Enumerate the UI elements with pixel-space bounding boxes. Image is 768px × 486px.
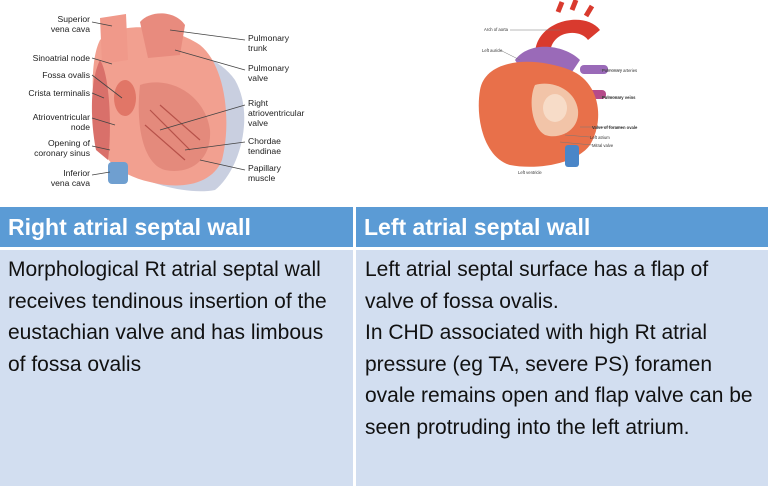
label-superior-vena-cava: Superior vena cava	[50, 14, 90, 34]
label-left-auricle: Left auricle	[482, 48, 503, 53]
label-pulmonary-arteries: Pulmonary arteries	[602, 68, 638, 73]
label-papillary-muscle: Papillary muscle	[248, 163, 281, 183]
label-opening-coronary-sinus: Opening of coronary sinus	[34, 138, 90, 158]
fossa-ovalis-shape	[114, 80, 136, 116]
label-pulmonary-trunk: Pulmonary trunk	[248, 33, 290, 53]
right-atrium-illustration: Superior vena cava Sinoatrial node Fossa…	[0, 0, 380, 200]
label-atrioventricular-node: Atrioventricular node	[32, 112, 90, 132]
heart-cross-section-drawing	[91, 13, 246, 192]
left-atrium-illustration: Arch of aorta Left auricle Pulmonary art…	[440, 0, 640, 200]
cell-left-atrial-description: Left atrial septal surface has a flap of…	[356, 250, 768, 486]
header-left-atrial-septal-wall: Left atrial septal wall	[356, 207, 768, 247]
inferior-vena-cava-shape	[108, 162, 128, 184]
label-fossa-ovalis: Fossa ovalis	[42, 70, 90, 80]
label-valve-foramen-ovale: Valve of foramen ovale	[592, 125, 638, 130]
left-atrial-text-2: In CHD associated with high Rt atrial pr…	[365, 321, 753, 439]
label-arch-of-aorta: Arch of aorta	[484, 27, 508, 32]
cell-right-atrial-description: Morphological Rt atrial septal wall rece…	[0, 250, 353, 486]
label-mitral-valve: Mitral valve	[592, 143, 614, 148]
label-left-ventricle: Left ventricle	[518, 170, 542, 175]
comparison-table: Right atrial septal wall Left atrial sep…	[0, 207, 768, 486]
header-right-atrial-septal-wall: Right atrial septal wall	[0, 207, 353, 247]
label-sinoatrial-node: Sinoatrial node	[32, 53, 90, 63]
heart-exterior-drawing	[478, 0, 622, 167]
label-pulmonary-veins: Pulmonary veins	[602, 95, 636, 100]
label-crista-terminalis: Crista terminalis	[28, 88, 90, 98]
label-left-atrium: Left atrium	[590, 135, 610, 140]
right-atrial-text: Morphological Rt atrial septal wall rece…	[8, 258, 327, 376]
label-right-av-valve: Right atrioventricular valve	[248, 98, 305, 128]
label-chordae-tendinae: Chordae tendinae	[248, 136, 281, 156]
left-atrial-text-1: Left atrial septal surface has a flap of…	[365, 258, 709, 313]
label-pulmonary-valve: Pulmonary valve	[248, 63, 290, 83]
label-inferior-vena-cava: Inferior vena cava	[50, 168, 90, 188]
